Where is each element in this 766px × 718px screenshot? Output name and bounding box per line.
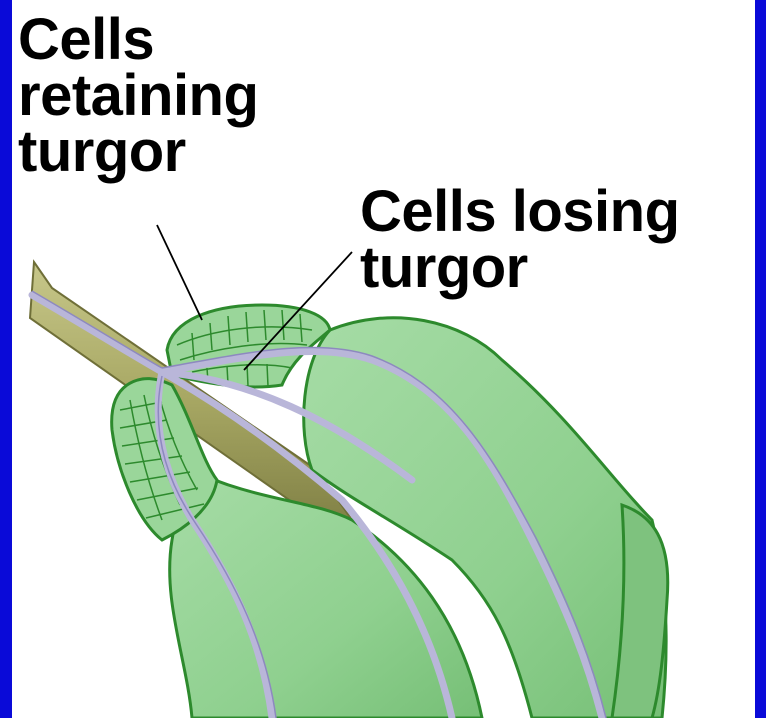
- plant-illustration: [12, 0, 755, 718]
- pointer-retaining: [157, 225, 202, 320]
- diagram-frame: Cells retaining turgor Cells losing turg…: [12, 0, 755, 718]
